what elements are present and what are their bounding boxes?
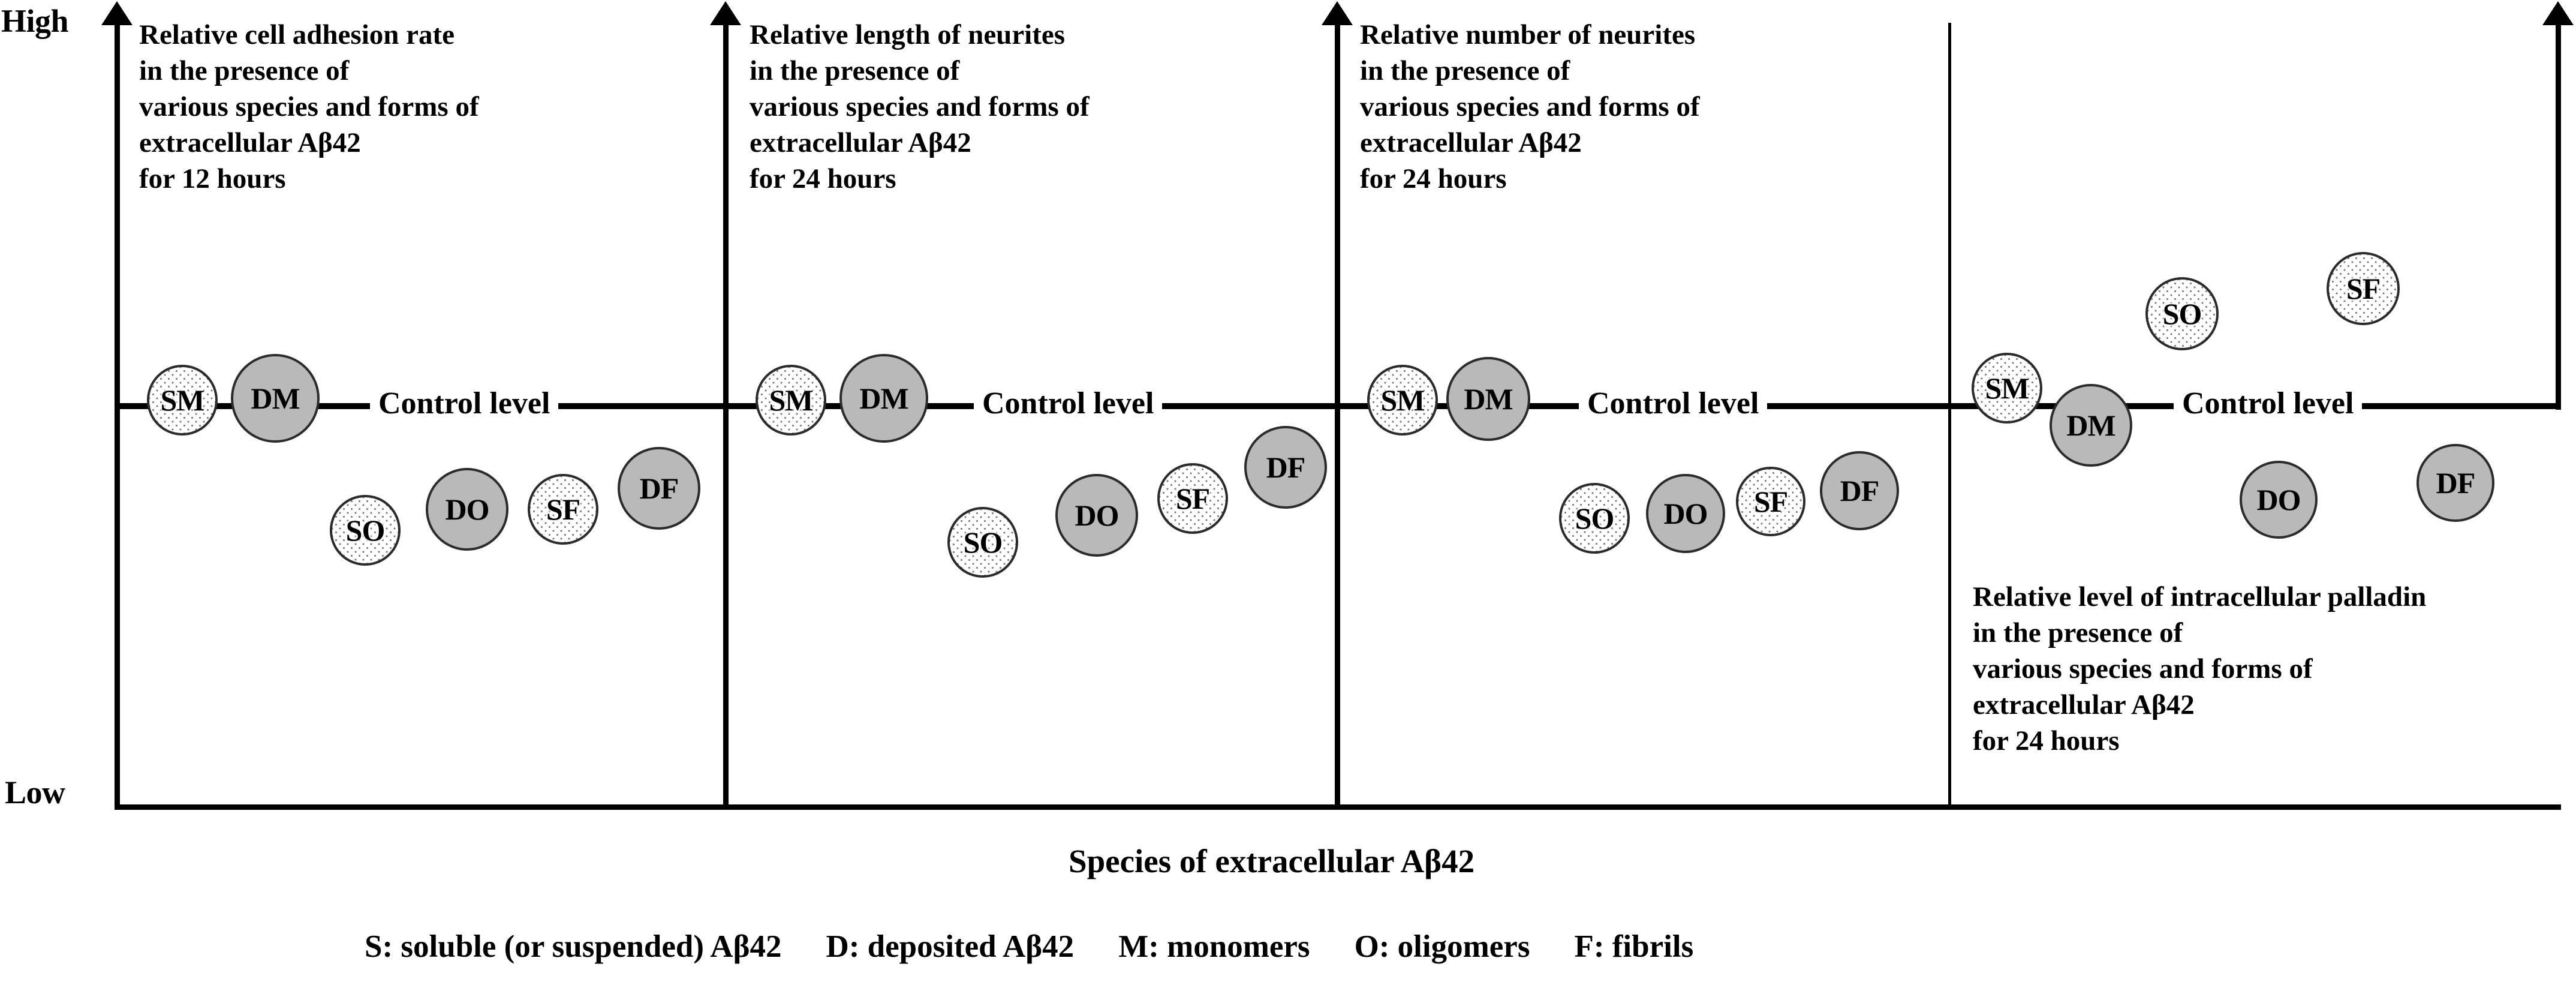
y-axis-panel-4	[2556, 23, 2561, 410]
marker-label: DM	[1464, 382, 1513, 416]
legend: S: soluble (or suspended) Aβ42 D: deposi…	[365, 929, 1693, 965]
legend-item-deposited: D: deposited Aβ42	[826, 929, 1075, 964]
marker-panel-4-df[interactable]: DF	[2416, 444, 2494, 522]
marker-label: DF	[1840, 474, 1880, 507]
marker-label: SF	[1175, 482, 1210, 515]
control-level-label-panel-2: Control level	[974, 385, 1163, 422]
marker-label: DF	[639, 472, 679, 505]
legend-item-monomers: M: monomers	[1118, 929, 1310, 964]
panel-divider-1-2	[724, 23, 727, 810]
panel-caption-1: Relative cell adhesion rate in the prese…	[139, 19, 479, 194]
legend-item-soluble: S: soluble (or suspended) Aβ42	[365, 929, 782, 964]
marker-panel-1-dm[interactable]: DM	[231, 354, 320, 443]
y-axis-arrow-panel-2	[710, 1, 741, 25]
panel-caption-3: Relative number of neurites in the prese…	[1360, 19, 1700, 194]
marker-panel-1-sf[interactable]: SF	[528, 474, 598, 545]
y-axis-high-label: High	[1, 3, 69, 39]
marker-panel-2-dm[interactable]: DM	[839, 354, 928, 443]
marker-panel-2-so[interactable]: SO	[947, 507, 1018, 578]
marker-panel-4-sf[interactable]: SF	[2327, 252, 2400, 325]
y-axis-panel-1	[115, 23, 120, 810]
x-axis-baseline	[115, 804, 2561, 810]
marker-panel-2-sm[interactable]: SM	[756, 365, 826, 436]
panel-caption-2: Relative length of neurites in the prese…	[750, 19, 1090, 194]
y-axis-low-label: Low	[5, 774, 65, 810]
control-level-label-panel-3: Control level	[1579, 385, 1768, 422]
marker-label: SF	[1753, 485, 1788, 518]
marker-label: DO	[2256, 483, 2301, 516]
marker-label: DO	[1663, 497, 1708, 530]
marker-label: DF	[1266, 451, 1306, 484]
marker-label: DO	[445, 493, 490, 526]
marker-label: DF	[2436, 466, 2476, 500]
marker-label: SF	[546, 493, 580, 526]
legend-item-fibrils: F: fibrils	[1574, 929, 1694, 964]
y-axis-arrow-panel-1	[101, 1, 133, 25]
control-level-label-panel-1: Control level	[370, 385, 559, 422]
panel-divider-3-4	[1948, 23, 1951, 810]
marker-label: DM	[859, 382, 908, 415]
x-axis-label: Species of extracellular Aβ42	[1069, 843, 1475, 879]
marker-panel-4-sm[interactable]: SM	[1972, 353, 2042, 424]
marker-panel-3-do[interactable]: DO	[1646, 474, 1725, 553]
marker-label: SO	[345, 513, 386, 547]
marker-panel-2-df[interactable]: DF	[1244, 426, 1327, 509]
marker-panel-1-do[interactable]: DO	[426, 468, 508, 551]
marker-label: SM	[1985, 371, 2030, 405]
y-axis-arrow-panel-3	[1322, 1, 1353, 25]
marker-panel-3-so[interactable]: SO	[1559, 483, 1630, 554]
marker-panel-3-sf[interactable]: SF	[1736, 467, 1805, 536]
marker-label: SM	[769, 383, 814, 417]
control-level-label-panel-4: Control level	[2174, 385, 2363, 422]
marker-panel-4-dm[interactable]: DM	[2050, 384, 2132, 467]
panel-caption-4: Relative level of intracellular palladin…	[1973, 581, 2427, 756]
marker-panel-4-so[interactable]: SO	[2145, 277, 2219, 350]
marker-panel-4-do[interactable]: DO	[2240, 461, 2318, 539]
marker-label: SO	[2162, 297, 2202, 331]
marker-panel-1-sm[interactable]: SM	[147, 365, 218, 436]
y-axis-arrow-panel-4	[2542, 1, 2574, 25]
marker-panel-3-df[interactable]: DF	[1820, 451, 1899, 530]
marker-label: SM	[160, 383, 205, 417]
marker-panel-2-sf[interactable]: SF	[1157, 463, 1228, 534]
marker-label: DM	[251, 382, 300, 415]
marker-label: DO	[1075, 498, 1120, 532]
marker-label: SO	[1575, 501, 1615, 535]
marker-panel-1-so[interactable]: SO	[330, 495, 401, 566]
marker-panel-1-df[interactable]: DF	[618, 447, 700, 530]
marker-panel-3-sm[interactable]: SM	[1367, 365, 1438, 436]
legend-item-oligomers: O: oligomers	[1354, 929, 1530, 964]
marker-panel-3-dm[interactable]: DM	[1446, 357, 1530, 441]
marker-label: SO	[963, 525, 1003, 559]
marker-panel-2-do[interactable]: DO	[1055, 474, 1138, 557]
marker-label: DM	[2066, 409, 2115, 442]
marker-label: SM	[1380, 383, 1425, 417]
marker-label: SF	[2346, 272, 2381, 305]
panel-divider-2-3	[1336, 23, 1339, 810]
